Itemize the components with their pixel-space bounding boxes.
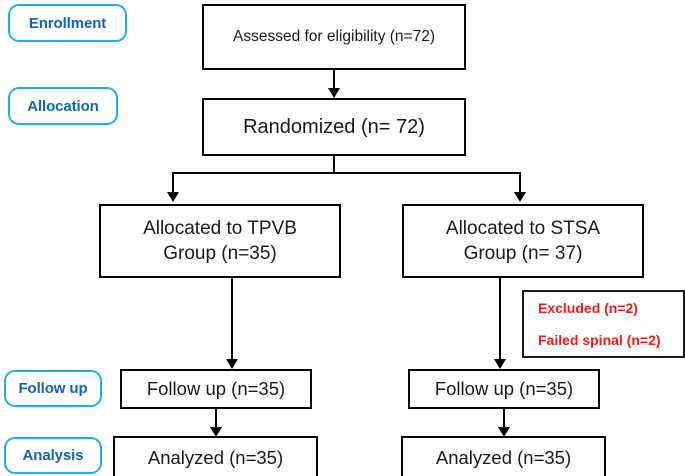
- stage-label-allocation: Allocation: [8, 87, 118, 125]
- arrowhead-stsa-to-followup: [494, 359, 506, 369]
- node-analyzed-left-text: Analyzed (n=35): [147, 447, 284, 469]
- stage-label-followup: Follow up: [4, 370, 102, 407]
- stage-label-analysis: Analysis: [4, 437, 102, 474]
- node-assessed-text: Assessed for eligibility (n=72): [232, 27, 436, 45]
- connector-split-left-drop: [172, 172, 174, 194]
- node-followup-right-text: Follow up (n=35): [434, 377, 574, 399]
- node-excluded-line1: Excluded (n=2): [538, 300, 638, 316]
- arrowhead-to-stsa-group: [514, 192, 526, 202]
- arrowhead-followup-to-analyzed-left: [210, 427, 222, 437]
- node-excluded-line2: Failed spinal (n=2): [538, 332, 661, 348]
- node-assessed-for-eligibility: Assessed for eligibility (n=72): [202, 4, 466, 70]
- node-analyzed-left: Analyzed (n=35): [113, 436, 318, 476]
- node-analyzed-right-text: Analyzed (n=35): [435, 447, 572, 469]
- node-allocated-tpvb-line1: Allocated to TPVB: [143, 217, 297, 239]
- node-analyzed-right: Analyzed (n=35): [401, 436, 606, 476]
- stage-label-enrollment: Enrollment: [8, 4, 127, 42]
- node-randomized-text: Randomized (n= 72): [243, 115, 425, 138]
- connector-split-right-drop: [519, 172, 521, 194]
- stage-label-analysis-text: Analysis: [22, 447, 84, 464]
- node-randomized: Randomized (n= 72): [202, 98, 466, 156]
- node-allocated-stsa: Allocated to STSA Group (n= 37): [402, 204, 644, 278]
- connector-followup-to-analyzed-left: [215, 409, 217, 430]
- arrowhead-to-tpvb-group: [167, 192, 179, 202]
- node-allocated-tpvb: Allocated to TPVB Group (n=35): [99, 204, 341, 278]
- node-allocated-tpvb-line2: Group (n=35): [163, 243, 277, 264]
- stage-label-followup-text: Follow up: [18, 380, 88, 397]
- connector-split-bar: [173, 172, 521, 174]
- connector-randomized-stem: [333, 156, 335, 173]
- arrowhead-tpvb-to-followup: [226, 359, 238, 369]
- node-followup-right: Follow up (n=35): [408, 369, 600, 409]
- stage-label-enrollment-text: Enrollment: [28, 14, 107, 32]
- connector-tpvb-to-followup: [231, 278, 233, 362]
- connector-followup-to-analyzed-right: [503, 409, 505, 430]
- connector-assessed-to-randomized: [333, 70, 335, 91]
- node-excluded: Excluded (n=2) Failed spinal (n=2): [522, 290, 685, 358]
- stage-label-allocation-text: Allocation: [27, 97, 99, 115]
- connector-stsa-to-followup: [499, 278, 501, 362]
- node-allocated-stsa-line2: Group (n= 37): [463, 243, 583, 264]
- node-allocated-stsa-line1: Allocated to STSA: [445, 217, 601, 239]
- arrowhead-followup-to-analyzed-right: [498, 427, 510, 437]
- node-followup-left-text: Follow up (n=35): [146, 377, 286, 399]
- node-followup-left: Follow up (n=35): [120, 369, 312, 409]
- arrowhead-assessed-to-randomized: [328, 88, 340, 98]
